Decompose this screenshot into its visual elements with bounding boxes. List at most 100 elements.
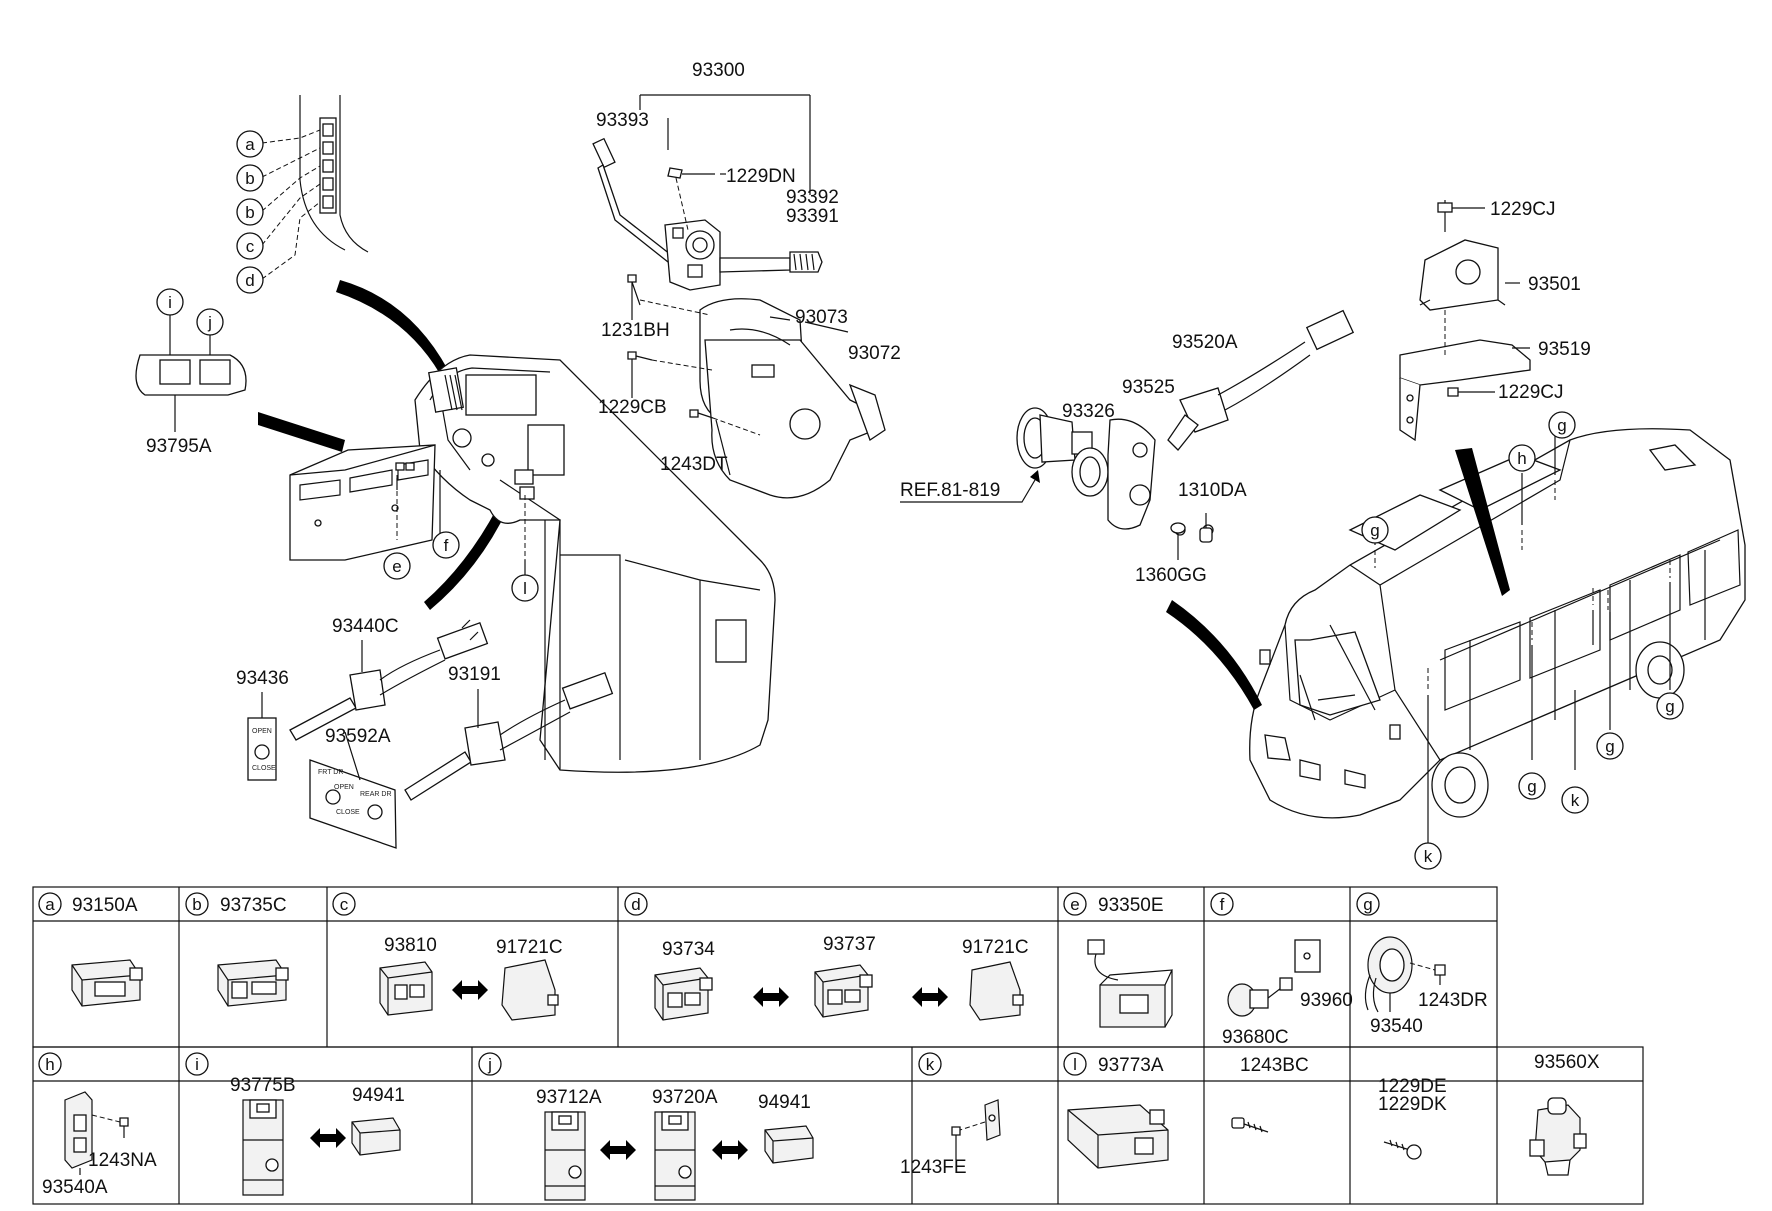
marker-l: l bbox=[511, 574, 539, 602]
svg-text:93734: 93734 bbox=[662, 939, 715, 960]
callout-93073: 93073 bbox=[795, 307, 848, 328]
switch-bezel-93795A bbox=[135, 315, 247, 432]
callout-ref-81-819: REF.81-819 bbox=[900, 480, 1000, 501]
marker-a: a bbox=[236, 130, 264, 158]
plate-frt-dr-text: FRT DR bbox=[318, 769, 343, 776]
svg-text:d: d bbox=[631, 895, 640, 914]
svg-text:e: e bbox=[392, 557, 401, 576]
callout-1229DN: 1229DN bbox=[726, 166, 796, 187]
svg-text:1229DK: 1229DK bbox=[1378, 1094, 1447, 1115]
svg-text:g: g bbox=[1370, 521, 1379, 540]
plate-rear-dr-text: REAR DR bbox=[360, 791, 392, 798]
svg-text:94941: 94941 bbox=[758, 1092, 811, 1113]
cell-i-header: i bbox=[185, 1052, 209, 1076]
svg-text:j: j bbox=[487, 1055, 492, 1074]
svg-text:1243DR: 1243DR bbox=[1418, 990, 1488, 1011]
circled-letter-markers: a b b c d i j e f l g h g g g g k k bbox=[156, 130, 1684, 870]
callout-93440C: 93440C bbox=[332, 616, 399, 637]
svg-text:g: g bbox=[1665, 697, 1674, 716]
pointer-wedge-bus-top bbox=[1455, 448, 1510, 596]
svg-text:g: g bbox=[1605, 737, 1614, 756]
nut-1310DA bbox=[1199, 513, 1213, 543]
cell-b-contents bbox=[217, 959, 289, 1007]
plate-close-text: CLOSE bbox=[252, 765, 276, 772]
svg-text:93680C: 93680C bbox=[1222, 1027, 1289, 1048]
svg-text:93810: 93810 bbox=[384, 935, 437, 956]
svg-text:e: e bbox=[1070, 895, 1079, 914]
svg-text:k: k bbox=[1571, 791, 1580, 810]
svg-text:k: k bbox=[926, 1055, 935, 1074]
svg-text:93720A: 93720A bbox=[652, 1087, 718, 1108]
callout-labels: 93300 93393 1229DN 93392 93391 93073 123… bbox=[146, 60, 1591, 747]
marker-g3: g bbox=[1656, 692, 1684, 720]
callout-1310DA: 1310DA bbox=[1178, 480, 1247, 501]
svg-text:l: l bbox=[1073, 1055, 1077, 1074]
svg-text:93540: 93540 bbox=[1370, 1016, 1423, 1037]
cell-c-header: c bbox=[332, 892, 356, 916]
screw-1231BH bbox=[627, 274, 711, 320]
leader-lines-bus bbox=[1374, 430, 1671, 843]
cell-h-contents: 1243NA 93540A bbox=[42, 1091, 157, 1198]
plate-open-text-2: OPEN bbox=[334, 784, 354, 791]
svg-text:h: h bbox=[1517, 449, 1526, 468]
marker-g4: g bbox=[1596, 732, 1624, 760]
svg-text:c: c bbox=[246, 237, 255, 256]
marker-k2: k bbox=[1414, 842, 1442, 870]
svg-text:f: f bbox=[1220, 895, 1225, 914]
lighter-assembly bbox=[900, 407, 1109, 503]
svg-text:i: i bbox=[195, 1055, 199, 1074]
callout-93592A: 93592A bbox=[325, 726, 391, 747]
marker-g5: g bbox=[1518, 772, 1546, 800]
svg-text:94941: 94941 bbox=[352, 1085, 405, 1106]
svg-text:k: k bbox=[1424, 847, 1433, 866]
cell-h-header: h bbox=[38, 1052, 62, 1076]
callout-93520A: 93520A bbox=[1172, 332, 1238, 353]
callout-93392: 93392 bbox=[786, 187, 839, 208]
cell-1243BC-contents bbox=[1231, 1117, 1269, 1133]
pointer-wedge-bus-front bbox=[1166, 600, 1262, 710]
callout-1231BH: 1231BH bbox=[601, 320, 670, 341]
cell-f-contents: 93960 93680C bbox=[1222, 939, 1353, 1048]
svg-text:93350E: 93350E bbox=[1098, 895, 1164, 916]
pointer-wedge-top bbox=[336, 280, 448, 374]
marker-d: d bbox=[236, 266, 264, 294]
door-switch-93191 bbox=[404, 671, 614, 801]
svg-text:g: g bbox=[1527, 777, 1536, 796]
svg-text:93775B: 93775B bbox=[230, 1075, 296, 1096]
svg-text:f: f bbox=[444, 536, 449, 555]
callout-93393: 93393 bbox=[596, 110, 649, 131]
svg-text:1229DE: 1229DE bbox=[1378, 1076, 1447, 1097]
marker-k1: k bbox=[1561, 786, 1589, 814]
door-switch-93440C bbox=[289, 619, 489, 741]
cell-j-header: j bbox=[478, 1052, 502, 1076]
marker-j: j bbox=[196, 308, 224, 336]
marker-h: h bbox=[1508, 444, 1536, 472]
marker-f: f bbox=[432, 531, 460, 559]
cell-g-header: g bbox=[1356, 892, 1380, 916]
callout-93436: 93436 bbox=[236, 668, 289, 689]
cell-l-header: l 93773A bbox=[1063, 1052, 1164, 1076]
marker-i: i bbox=[156, 288, 184, 316]
leader-lines-left bbox=[261, 118, 849, 781]
washer-1360GG bbox=[1170, 522, 1186, 560]
marker-g2: g bbox=[1548, 411, 1576, 439]
cell-j-contents: 93712A 93720A 94941 bbox=[536, 1087, 814, 1201]
callout-1243DT: 1243DT bbox=[660, 454, 728, 475]
pointer-wedge-left bbox=[258, 412, 345, 452]
svg-text:93735C: 93735C bbox=[220, 895, 287, 916]
combination-switch-93300 bbox=[592, 94, 823, 291]
svg-text:91721C: 91721C bbox=[962, 937, 1029, 958]
callout-93519: 93519 bbox=[1538, 339, 1591, 360]
steering-column-shroud bbox=[699, 298, 886, 499]
switch-plate-93436: OPEN CLOSE bbox=[247, 717, 277, 781]
callout-1229CB: 1229CB bbox=[598, 397, 667, 418]
svg-text:93773A: 93773A bbox=[1098, 1055, 1164, 1076]
svg-text:1243NA: 1243NA bbox=[88, 1150, 157, 1171]
cell-93560X-contents bbox=[1529, 1097, 1587, 1176]
svg-text:b: b bbox=[245, 169, 254, 188]
marker-b1: b bbox=[236, 164, 264, 192]
bus-illustration bbox=[1249, 428, 1746, 819]
